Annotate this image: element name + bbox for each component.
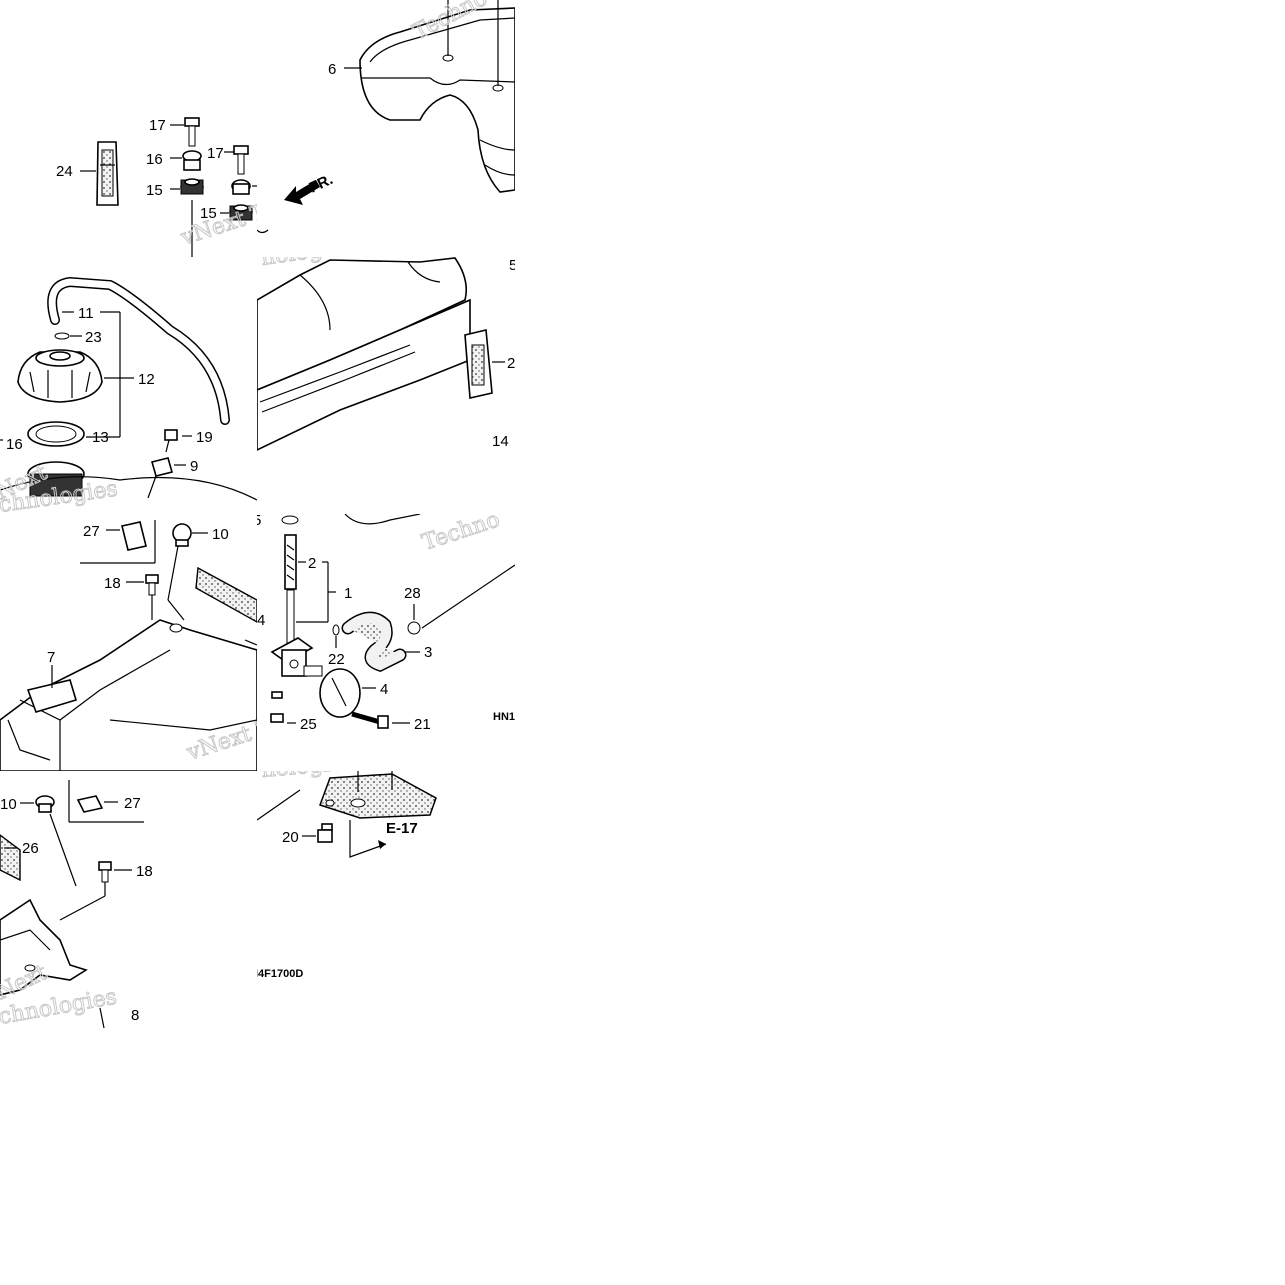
strap-part-24-b <box>464 329 493 399</box>
callout-23: 23 <box>85 329 102 346</box>
tile-guard-lower: 10 27 26 18 8 Next chnologies <box>0 780 153 1028</box>
tile-tank-guard: 27 10 18 7 vNext Tec <box>0 520 257 771</box>
callout-17-b: 17 <box>207 145 224 162</box>
tile-fuel-valve: 5 2 1 4 21 25 3 <box>253 507 515 733</box>
watermark-text: vNext Tec <box>177 193 291 251</box>
callout-8: 8 <box>131 1007 139 1024</box>
callout-6: 6 <box>328 61 336 78</box>
callout-10-a: 10 <box>212 526 229 543</box>
callout-15-a: 15 <box>146 182 163 199</box>
callout-18-a: 18 <box>104 575 121 592</box>
callout-28: 28 <box>404 585 421 602</box>
tile-fuel-cap: 11 23 12 13 16 19 <box>0 276 257 514</box>
callout-25: 25 <box>300 716 317 733</box>
callout-15-b: 15 <box>200 205 217 222</box>
callout-1: 1 <box>344 585 352 602</box>
callout-4-b: 4 <box>380 681 388 698</box>
tile-mount-hardware: 24 17 16 15 17 15 <box>56 117 291 257</box>
callout-2: 2 <box>308 555 316 572</box>
callout-27-a: 27 <box>83 523 100 540</box>
fuel-cap-part-12 <box>17 349 103 403</box>
front-direction-arrow: FR. <box>284 171 336 205</box>
callout-4-a: 4 <box>257 612 265 629</box>
callout-12: 12 <box>138 371 155 388</box>
tile-heat-guard: 20 E-17 I4F1700D nologies <box>255 771 437 980</box>
callout-3: 3 <box>424 644 432 661</box>
callout-10-b: 10 <box>0 796 17 813</box>
callout-27-b: 27 <box>124 795 141 812</box>
tile-tank-side: 2 5 14 nologies <box>257 257 517 451</box>
front-label: FR. <box>307 171 336 197</box>
callout-16-a: 16 <box>146 151 163 168</box>
diagram-code: I4F1700D <box>255 968 303 980</box>
callout-7: 7 <box>47 649 55 666</box>
mount-stack-1 <box>180 117 204 257</box>
callout-11: 11 <box>78 305 94 322</box>
diagram-code-prefix: HN1 <box>493 711 515 723</box>
callout-9: 9 <box>190 458 198 475</box>
callout-18-b: 18 <box>136 863 153 880</box>
callout-14: 14 <box>492 433 509 450</box>
callout-24: 24 <box>56 163 73 180</box>
callout-13: 13 <box>92 429 109 446</box>
callout-22: 22 <box>328 651 345 668</box>
strap-part-24 <box>96 141 119 206</box>
callout-21: 21 <box>414 716 431 733</box>
callout-26: 26 <box>22 840 39 857</box>
callout-24-b: 2 <box>507 355 515 372</box>
callout-17-a: 17 <box>149 117 166 134</box>
callout-16-b: 16 <box>6 436 23 453</box>
callout-5-a: 5 <box>509 257 517 274</box>
reference-e17: E-17 <box>386 820 418 837</box>
watermark-text: Techno <box>419 507 503 555</box>
mount-stack-2 <box>229 145 253 221</box>
callout-19: 19 <box>196 429 213 446</box>
tile-tank-upper: 6 FR. Techno <box>257 0 515 234</box>
callout-20: 20 <box>282 829 299 846</box>
callout-5-b: 5 <box>253 512 261 529</box>
